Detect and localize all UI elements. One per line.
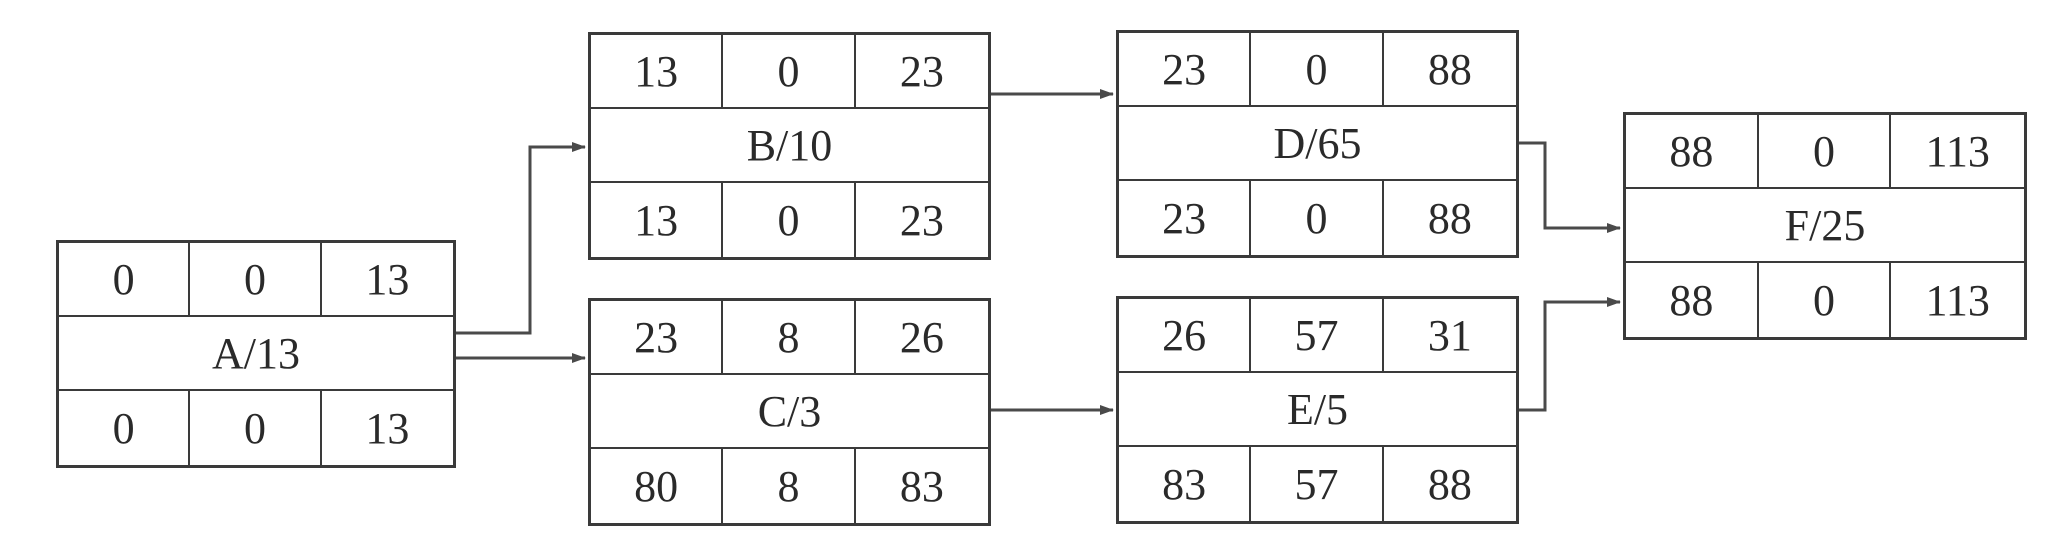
node-c: 23 8 26 C/3 80 8 83 bbox=[588, 298, 991, 526]
node-e-early-finish: 31 bbox=[1383, 299, 1516, 373]
node-b-late-start: 13 bbox=[591, 183, 724, 257]
node-f-label: F/25 bbox=[1626, 189, 2024, 263]
node-a-early-start: 0 bbox=[59, 243, 191, 317]
node-b-early-finish: 23 bbox=[855, 35, 988, 109]
node-e-slack-top: 57 bbox=[1251, 299, 1384, 373]
node-b: 13 0 23 B/10 13 0 23 bbox=[588, 32, 991, 260]
node-e-late-start: 83 bbox=[1119, 447, 1252, 521]
node-a-late-start: 0 bbox=[59, 391, 191, 465]
edge-e-to-f bbox=[1517, 297, 1621, 412]
node-c-early-start: 23 bbox=[591, 301, 724, 375]
node-d-early-start: 23 bbox=[1119, 33, 1252, 107]
node-b-slack-bottom: 0 bbox=[723, 183, 856, 257]
node-a: 0 0 13 A/13 0 0 13 bbox=[56, 240, 456, 468]
node-a-early-finish: 13 bbox=[321, 243, 453, 317]
node-d-late-finish: 88 bbox=[1427, 193, 1472, 243]
node-f-late-start: 88 bbox=[1626, 263, 1759, 337]
node-e: 26 57 31 E/5 83 57 88 bbox=[1116, 296, 1519, 524]
node-a-slack-top: 0 bbox=[190, 243, 322, 317]
node-e-label: E/5 bbox=[1119, 373, 1516, 447]
node-e-early-start: 26 bbox=[1119, 299, 1252, 373]
node-f-slack-bottom: 0 bbox=[1759, 263, 1892, 337]
node-f-slack-top: 0 bbox=[1758, 115, 1892, 189]
node-d-label: D/65 bbox=[1119, 107, 1516, 181]
node-f: 88 0 113 F/25 88 0 113 bbox=[1623, 112, 2027, 340]
node-b-slack-top: 0 bbox=[723, 35, 856, 109]
node-b-early-start: 13 bbox=[591, 35, 724, 109]
node-e-slack-bottom: 57 bbox=[1251, 447, 1384, 521]
node-a-label: A/13 bbox=[59, 317, 453, 391]
node-b-label: B/10 bbox=[591, 109, 988, 183]
node-c-late-finish: 83 bbox=[899, 461, 944, 511]
node-a-late-finish: 13 bbox=[365, 403, 410, 453]
node-d: 23 0 88 D/65 23 0 88 bbox=[1116, 30, 1519, 258]
node-f-early-start: 88 bbox=[1626, 115, 1759, 189]
node-d-slack-bottom: 0 bbox=[1251, 181, 1384, 255]
node-c-slack-bottom: 8 bbox=[723, 449, 856, 523]
node-c-slack-top: 8 bbox=[723, 301, 856, 375]
edge-a-to-b bbox=[454, 142, 586, 335]
node-c-label: C/3 bbox=[591, 375, 988, 449]
node-c-early-finish: 26 bbox=[855, 301, 988, 375]
edge-d-to-f bbox=[1517, 141, 1621, 233]
node-b-late-finish: 23 bbox=[899, 195, 944, 245]
node-f-early-finish: 113 bbox=[1891, 115, 2024, 189]
node-a-slack-bottom: 0 bbox=[190, 391, 322, 465]
node-c-late-start: 80 bbox=[591, 449, 724, 523]
node-d-late-start: 23 bbox=[1119, 181, 1252, 255]
node-f-late-finish: 113 bbox=[1925, 275, 1990, 325]
node-e-late-finish: 88 bbox=[1427, 459, 1472, 509]
node-d-early-finish: 88 bbox=[1383, 33, 1516, 107]
node-d-slack-top: 0 bbox=[1251, 33, 1384, 107]
